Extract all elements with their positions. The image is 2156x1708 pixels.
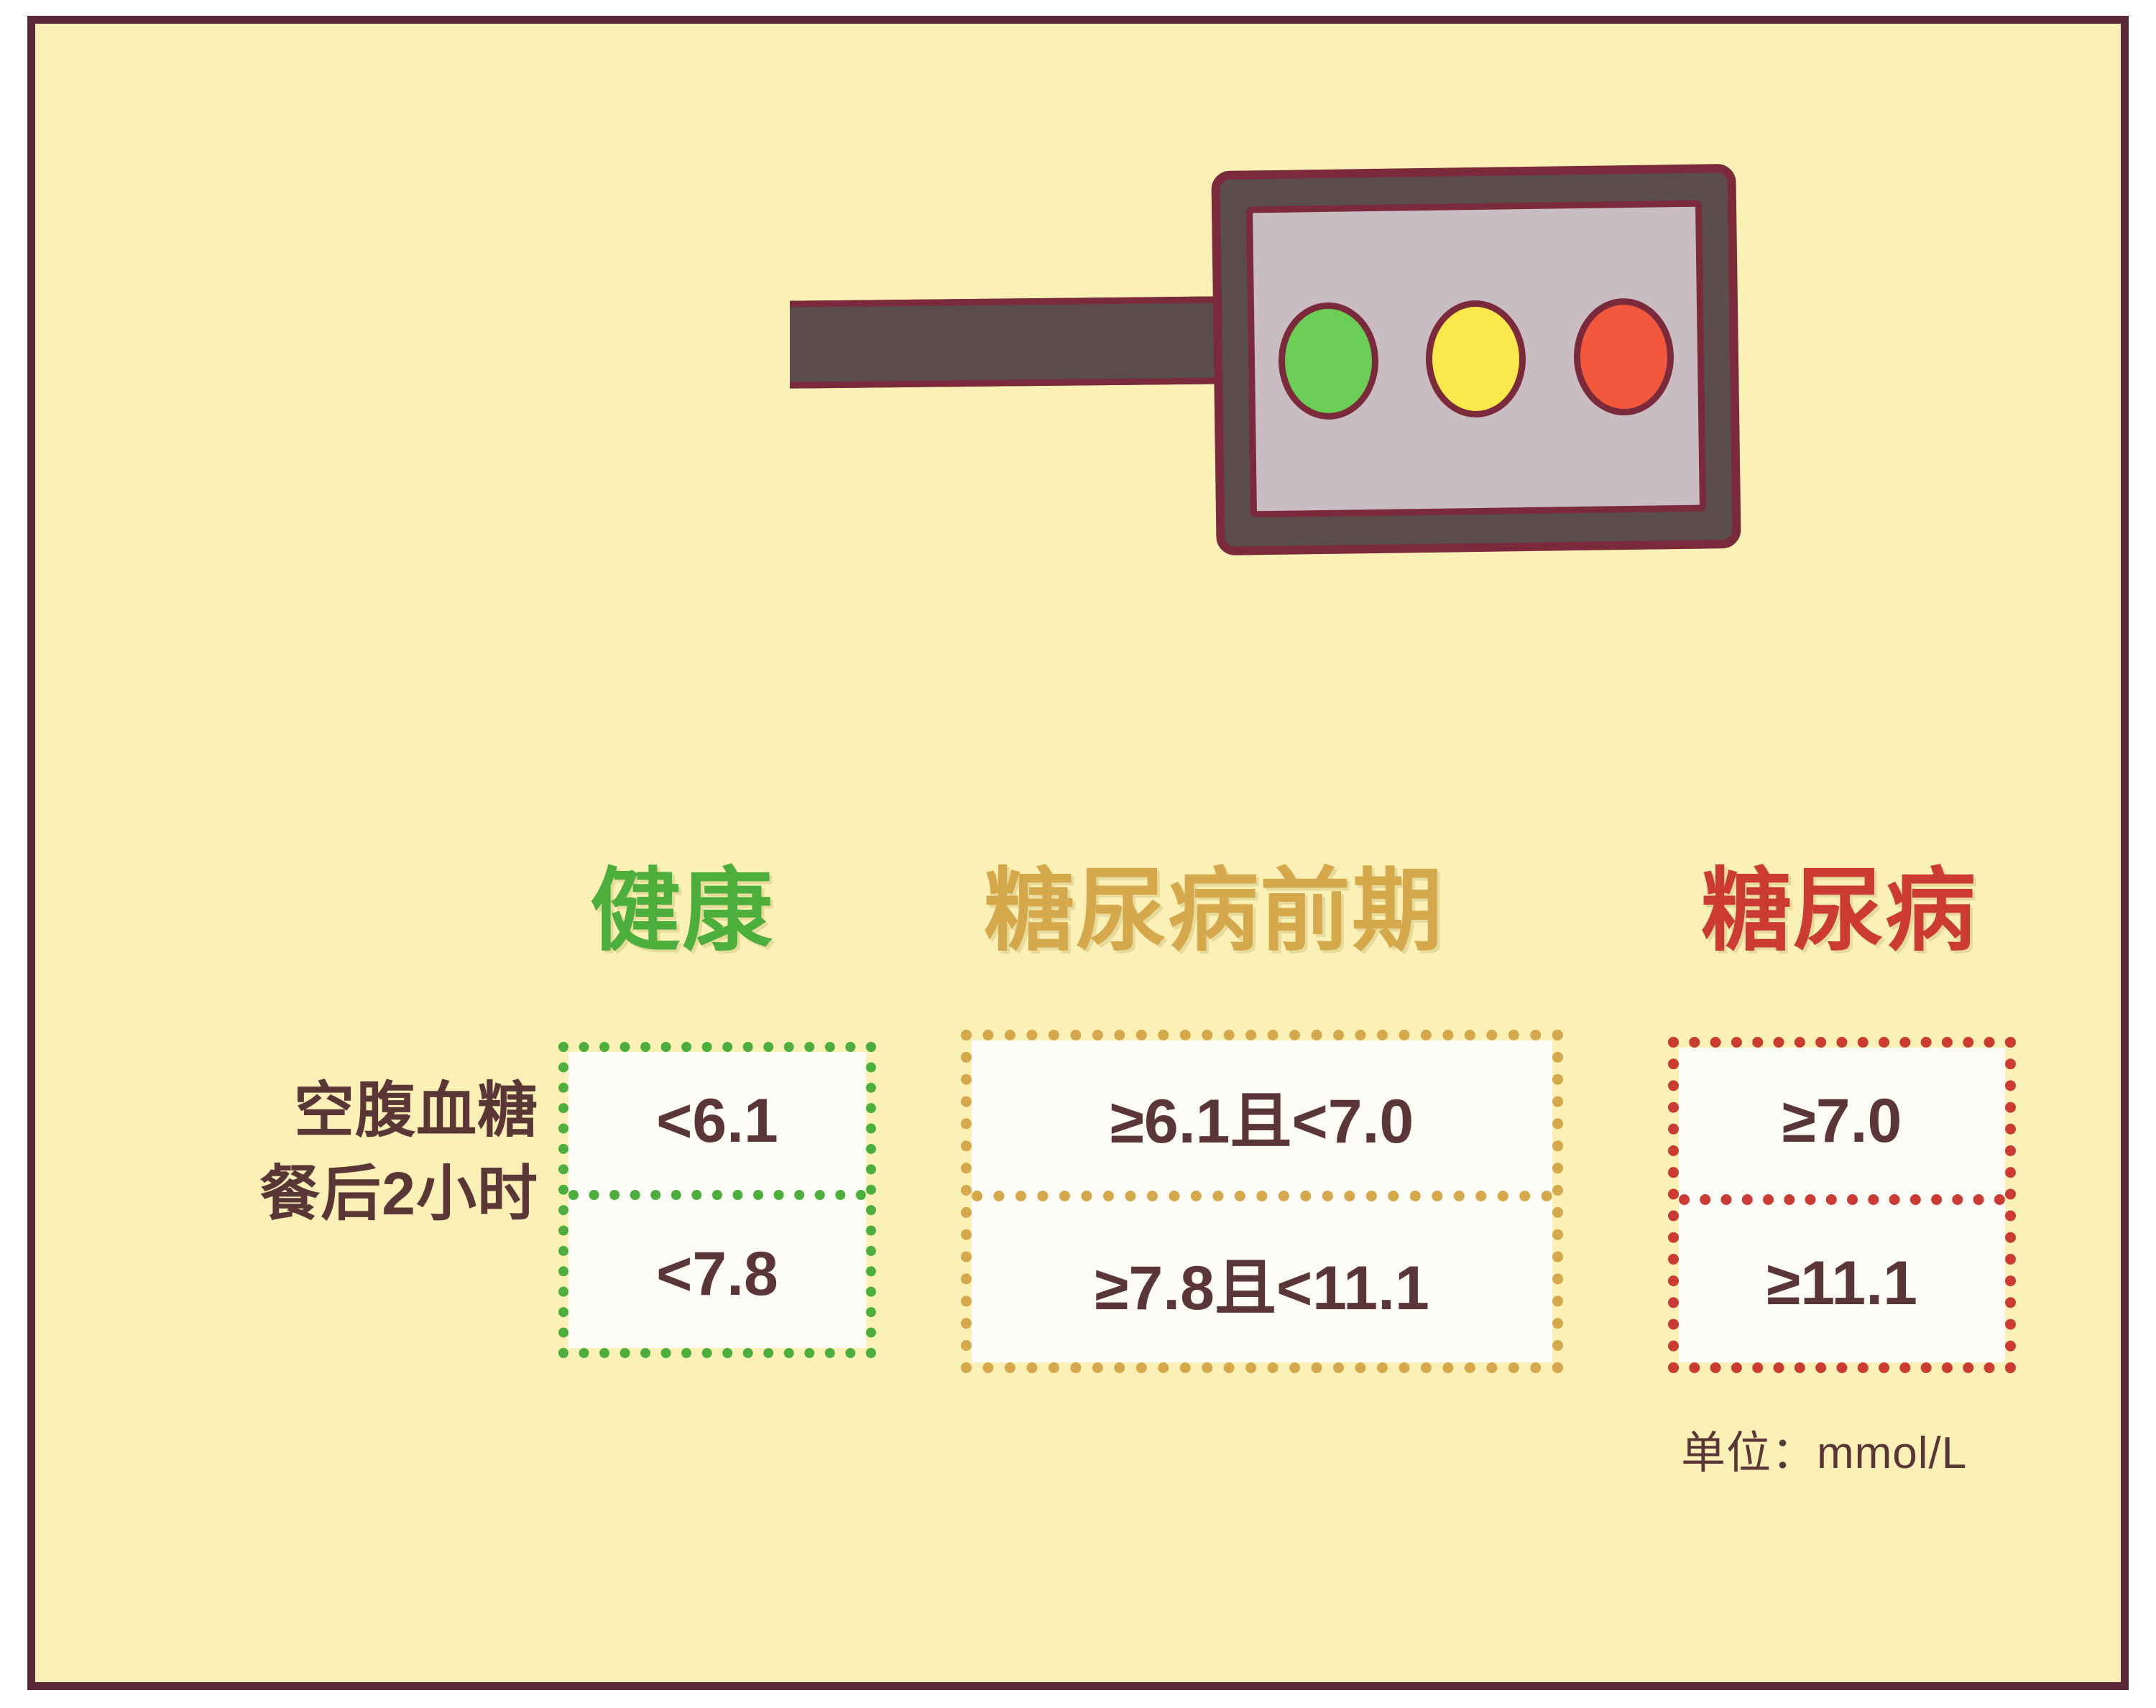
traffic-light-housing — [1211, 163, 1741, 556]
column-header-diabetes: 糖尿病 — [1701, 860, 1977, 961]
row-label-fasting: 空腹血糖 — [121, 1067, 538, 1153]
diabetes-value-box: ≥7.0 ≥11.1 — [1668, 1037, 2016, 1373]
blood-glucose-table: 健康 糖尿病前期 糖尿病 空腹血糖 餐后2小时 <6.1 <7.8 ≥6.1且<… — [35, 836, 2137, 1554]
cell-healthy-postprandial: <7.8 — [568, 1200, 866, 1348]
column-header-healthy: 健康 — [590, 860, 774, 961]
unit-note: 单位：mmol/L — [1681, 1428, 1968, 1478]
column-header-prediabetes: 糖尿病前期 — [984, 860, 1444, 961]
row-label-postprandial: 餐后2小时 — [121, 1150, 538, 1237]
poster-frame: 健康 糖尿病前期 糖尿病 空腹血糖 餐后2小时 <6.1 <7.8 ≥6.1且<… — [27, 16, 2129, 1690]
green-lamp — [1278, 301, 1380, 420]
traffic-light-panel — [1245, 200, 1706, 518]
row-label-postprandial-text: 餐后2小时 — [259, 1160, 538, 1227]
yellow-lamp — [1425, 300, 1527, 418]
row-label-fasting-text: 空腹血糖 — [293, 1076, 538, 1144]
cell-healthy-fasting: <6.1 — [568, 1052, 866, 1200]
traffic-light — [790, 163, 1741, 570]
cell-diabetes-postprandial: ≥11.1 — [1679, 1205, 2005, 1362]
prediabetes-value-box: ≥6.1且<7.0 ≥7.8且<11.1 — [961, 1030, 1563, 1373]
table-header-row: 健康 糖尿病前期 糖尿病 — [35, 836, 2137, 987]
red-lamp — [1572, 297, 1674, 417]
cell-diabetes-fasting: ≥7.0 — [1679, 1048, 2005, 1205]
cell-prediabetes-fasting: ≥6.1且<7.0 — [972, 1040, 1552, 1201]
cell-prediabetes-postprandial: ≥7.8且<11.1 — [972, 1201, 1552, 1362]
healthy-value-box: <6.1 <7.8 — [558, 1042, 876, 1358]
